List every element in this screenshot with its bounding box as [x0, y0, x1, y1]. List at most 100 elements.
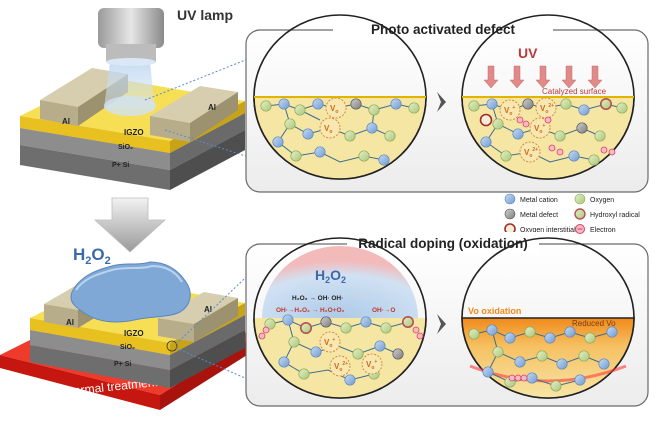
electron-dot — [412, 326, 420, 334]
reaction-line-3: OH·→O — [372, 307, 395, 314]
oxygen-vacancy — [319, 331, 341, 353]
electron-dot — [416, 332, 424, 340]
oxygen-vacancy — [519, 141, 541, 163]
top-device: UV lamp Al Al IGZO SiO₂ P+ Si — [20, 7, 245, 190]
metal-cation-atom — [480, 136, 492, 148]
electron-dot — [600, 146, 608, 154]
electron-dot — [548, 144, 556, 152]
igzo-label: IGZO — [124, 329, 144, 338]
oxygen-atom — [358, 150, 370, 162]
electron-dot — [262, 326, 270, 334]
vacancy-label: Vo — [324, 124, 332, 135]
metal-cation-atom — [278, 356, 290, 368]
oxygen-atom — [594, 130, 606, 142]
oxygen-atom — [554, 130, 566, 142]
vacancy-label: Vo+ — [534, 123, 545, 135]
al-left-label: Al — [66, 318, 74, 327]
oxygen-atom — [260, 100, 272, 112]
metal-cation-atom — [282, 314, 294, 326]
metal-cation-atom — [360, 316, 372, 328]
metal-cation-atom — [390, 98, 402, 110]
metal-cation-atom — [556, 358, 568, 370]
oxygen-atom — [290, 150, 302, 162]
hydroxyl-radical-atom — [299, 321, 312, 334]
igzo-label: IGZO — [124, 128, 144, 137]
electron-dot — [556, 148, 564, 156]
electron-dot — [522, 120, 530, 128]
bottom-device: Thermal treatment H2O2 Al Al IGZO SiO₂ P… — [0, 245, 255, 410]
oxygen-atom — [500, 150, 512, 162]
metal-cation-atom — [302, 128, 314, 140]
metal-cation-atom — [374, 340, 386, 352]
oxygen-vacancy — [361, 353, 383, 375]
legend-metal-cation: Metal cation — [520, 197, 558, 204]
oxygen-atom — [468, 328, 480, 340]
oxygen-atom — [264, 318, 276, 330]
hydroxyl-radical-atom — [401, 315, 414, 328]
legend-oxygen: Oxygen — [590, 197, 614, 204]
metal-cation-atom — [514, 356, 526, 368]
metal-cation-atom — [278, 98, 290, 110]
catalyzed-label: Catalyzed surface — [542, 87, 607, 96]
zoom-connectors — [144, 54, 269, 389]
metal-cation-atom — [544, 332, 556, 344]
metal-cation-atom — [578, 104, 590, 116]
oxygen-atom — [352, 348, 364, 360]
oxygen-atom — [384, 130, 396, 142]
oxygen-vacancy — [499, 99, 521, 121]
metal-defect-atom — [320, 316, 332, 328]
electron-dot — [520, 374, 528, 382]
sio2-label: SiO₂ — [120, 344, 135, 351]
oxygen-interstitial-atom — [479, 113, 493, 127]
vo-oxidation-label: Vo oxidation — [468, 306, 521, 316]
electron-dot — [544, 116, 552, 124]
reaction-line-1: H₂O₂ → OH· OH· — [292, 295, 343, 302]
electron-dot — [514, 374, 522, 382]
metal-cation-atom — [314, 146, 326, 158]
metal-cation-atom — [344, 374, 356, 386]
oxygen-atom — [468, 100, 480, 112]
oxygen-atom — [524, 326, 536, 338]
metal-cation-atom — [504, 332, 516, 344]
electron-dot — [516, 116, 524, 124]
h2o2-lens-label: H2O2 — [315, 267, 346, 285]
electron-dot — [608, 148, 616, 156]
metal-defect-atom — [392, 348, 404, 360]
metal-defect-atom — [576, 122, 588, 134]
oxygen-atom — [344, 130, 356, 142]
electron-dot — [258, 332, 266, 340]
oxygen-vacancy — [319, 117, 341, 139]
metal-cation-atom — [606, 326, 618, 338]
al-left-label: Al — [62, 117, 70, 126]
oxygen-atom — [616, 102, 628, 114]
oxygen-atom — [294, 104, 306, 116]
metal-cation-atom — [366, 122, 378, 134]
legend-oxygen-interstitial: Oxygen interstitial — [520, 227, 576, 234]
vacancy-label: Vo+ — [324, 337, 335, 349]
chevron-right-icon — [437, 314, 446, 334]
metal-cation-atom — [574, 374, 586, 386]
legend-hydroxyl: Hydroxyl radical — [590, 212, 640, 219]
oxygen-atom — [536, 350, 548, 362]
metal-cation-atom — [526, 372, 538, 384]
metal-cation-atom — [310, 346, 322, 358]
metal-cation-atom — [272, 136, 284, 148]
metal-cation-atom — [564, 326, 576, 338]
oxygen-vacancy — [325, 97, 347, 119]
al-right-label: Al — [208, 103, 216, 112]
vacancy-label: Vo+ — [504, 105, 515, 117]
metal-defect-atom — [522, 98, 534, 110]
reaction-line-2: OH·→H₂O₂ → H₂O+O₂ — [276, 307, 345, 314]
hydroxyl-radical-atom — [599, 98, 612, 111]
metal-cation-atom — [486, 98, 498, 110]
metal-cation-atom — [598, 358, 610, 370]
oxygen-atom — [560, 98, 572, 110]
oxygen-atom — [368, 104, 380, 116]
uv-label: UV — [518, 45, 538, 61]
oxygen-vacancy — [529, 117, 551, 139]
legend-electron: Electron — [590, 227, 616, 234]
uv-lamp-label: UV lamp — [177, 7, 233, 23]
oxygen-atom — [588, 154, 600, 166]
oxygen-atom — [492, 346, 504, 358]
